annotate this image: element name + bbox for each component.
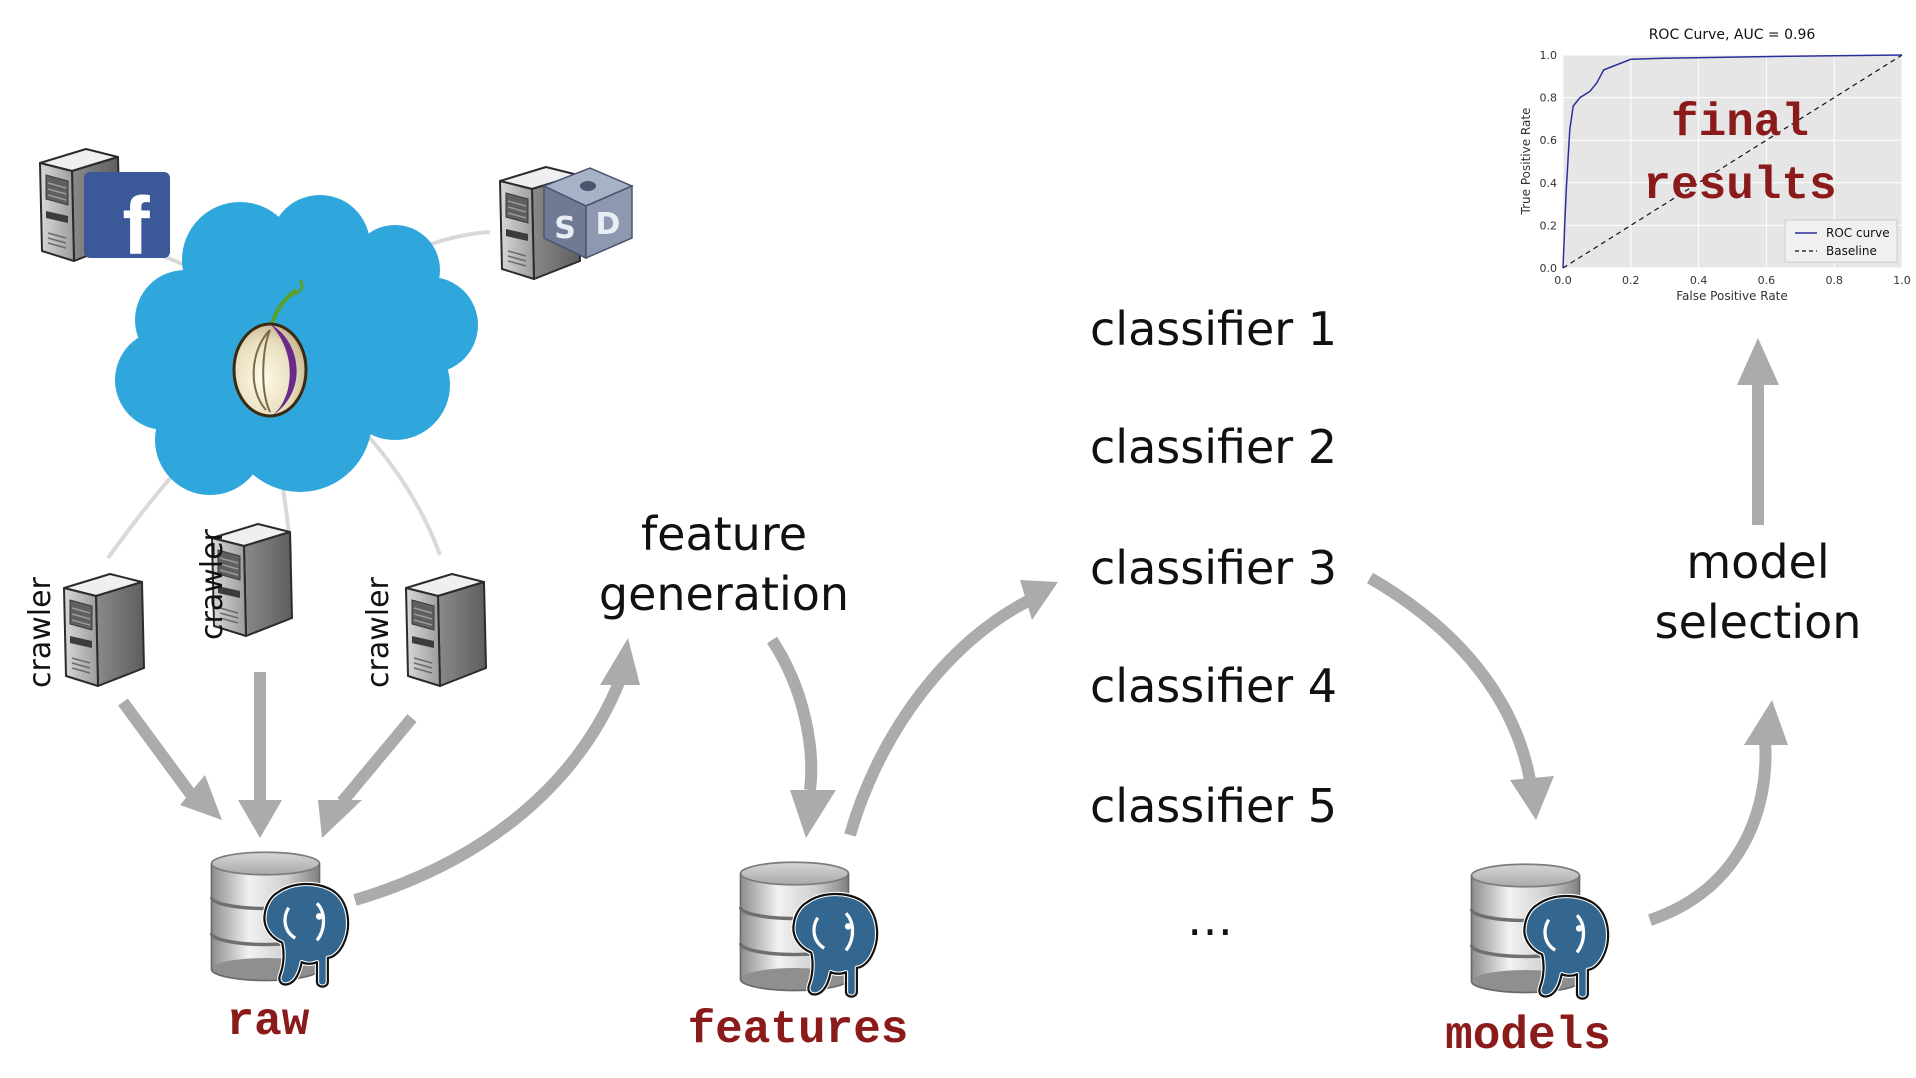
roc-xlabel: False Positive Rate: [1676, 289, 1788, 303]
server-icon: [404, 572, 488, 688]
roc-ytick-label: 0.6: [1540, 134, 1558, 147]
svg-text:model: model: [1686, 535, 1829, 589]
classifier-ellipsis: …: [1187, 892, 1233, 946]
roc-ylabel: True Positive Rate: [1519, 108, 1533, 216]
model-selection-label: model selection: [1655, 535, 1862, 649]
roc-ytick-label: 0.0: [1540, 262, 1558, 275]
database-features: features: [688, 860, 909, 1056]
database-models: models: [1445, 862, 1611, 1062]
crawler-label: crawler: [195, 528, 230, 640]
roc-ytick-label: 0.4: [1540, 177, 1558, 190]
roc-baseline-line: [1562, 54, 1903, 269]
svg-text:f: f: [122, 181, 150, 272]
roc-legend: ROC curve Baseline: [1784, 219, 1898, 263]
classifier-list: classifier 1 classifier 2 classifier 3 c…: [1090, 302, 1337, 946]
classifier-item: classifier 1: [1090, 302, 1337, 356]
roc-xtick-label: 0.6: [1758, 274, 1776, 287]
roc-xtick-label: 0.4: [1690, 274, 1708, 287]
svg-text:generation: generation: [599, 567, 849, 621]
svg-text:results: results: [1643, 160, 1836, 212]
classifier-item: classifier 3: [1090, 541, 1337, 595]
roc-xtick-label: 0.0: [1554, 274, 1572, 287]
arrowheads: [180, 338, 1788, 838]
roc-xtick-label: 0.2: [1622, 274, 1640, 287]
roc-xtick-label: 1.0: [1893, 274, 1911, 287]
flow-arrows: [118, 385, 1772, 926]
classifier-item: classifier 5: [1090, 779, 1337, 833]
onion-icon: [232, 279, 308, 418]
roc-ytick-label: 0.8: [1540, 92, 1558, 105]
db-label-raw: raw: [227, 996, 310, 1048]
svg-text:feature: feature: [641, 507, 807, 561]
database-raw: raw: [209, 850, 349, 1048]
roc-ytick-label: 1.0: [1540, 49, 1558, 62]
roc-xtick-label: 0.8: [1825, 274, 1843, 287]
feature-generation-label: feature generation: [599, 507, 849, 621]
roc-chart: 0.0 0.2 0.4 0.6 0.8 1.0 0.0 0.2 0.4 0.6 0.8 1.0 ROC…: [1519, 27, 1911, 303]
crawler-label: crawler: [361, 576, 396, 688]
facebook-icon: f: [84, 172, 170, 272]
db-label-models: models: [1445, 1010, 1611, 1062]
roc-legend-baseline: Baseline: [1826, 244, 1877, 258]
securedrop-icon: S D: [542, 167, 634, 260]
crawler-label: crawler: [23, 576, 58, 688]
svg-text:D: D: [596, 207, 621, 242]
roc-title: ROC Curve, AUC = 0.96: [1649, 27, 1816, 43]
roc-ytick-label: 0.2: [1540, 219, 1558, 232]
roc-legend-curve: ROC curve: [1826, 226, 1890, 240]
classifier-item: classifier 2: [1090, 420, 1337, 474]
server-icon: [62, 572, 146, 688]
roc-curve-line: [1562, 54, 1903, 269]
final-results-label: final results: [1643, 97, 1836, 212]
db-label-features: features: [688, 1004, 909, 1056]
svg-text:S: S: [554, 211, 576, 246]
svg-text:selection: selection: [1655, 595, 1862, 649]
classifier-item: classifier 4: [1090, 659, 1337, 713]
svg-text:final: final: [1671, 97, 1809, 149]
